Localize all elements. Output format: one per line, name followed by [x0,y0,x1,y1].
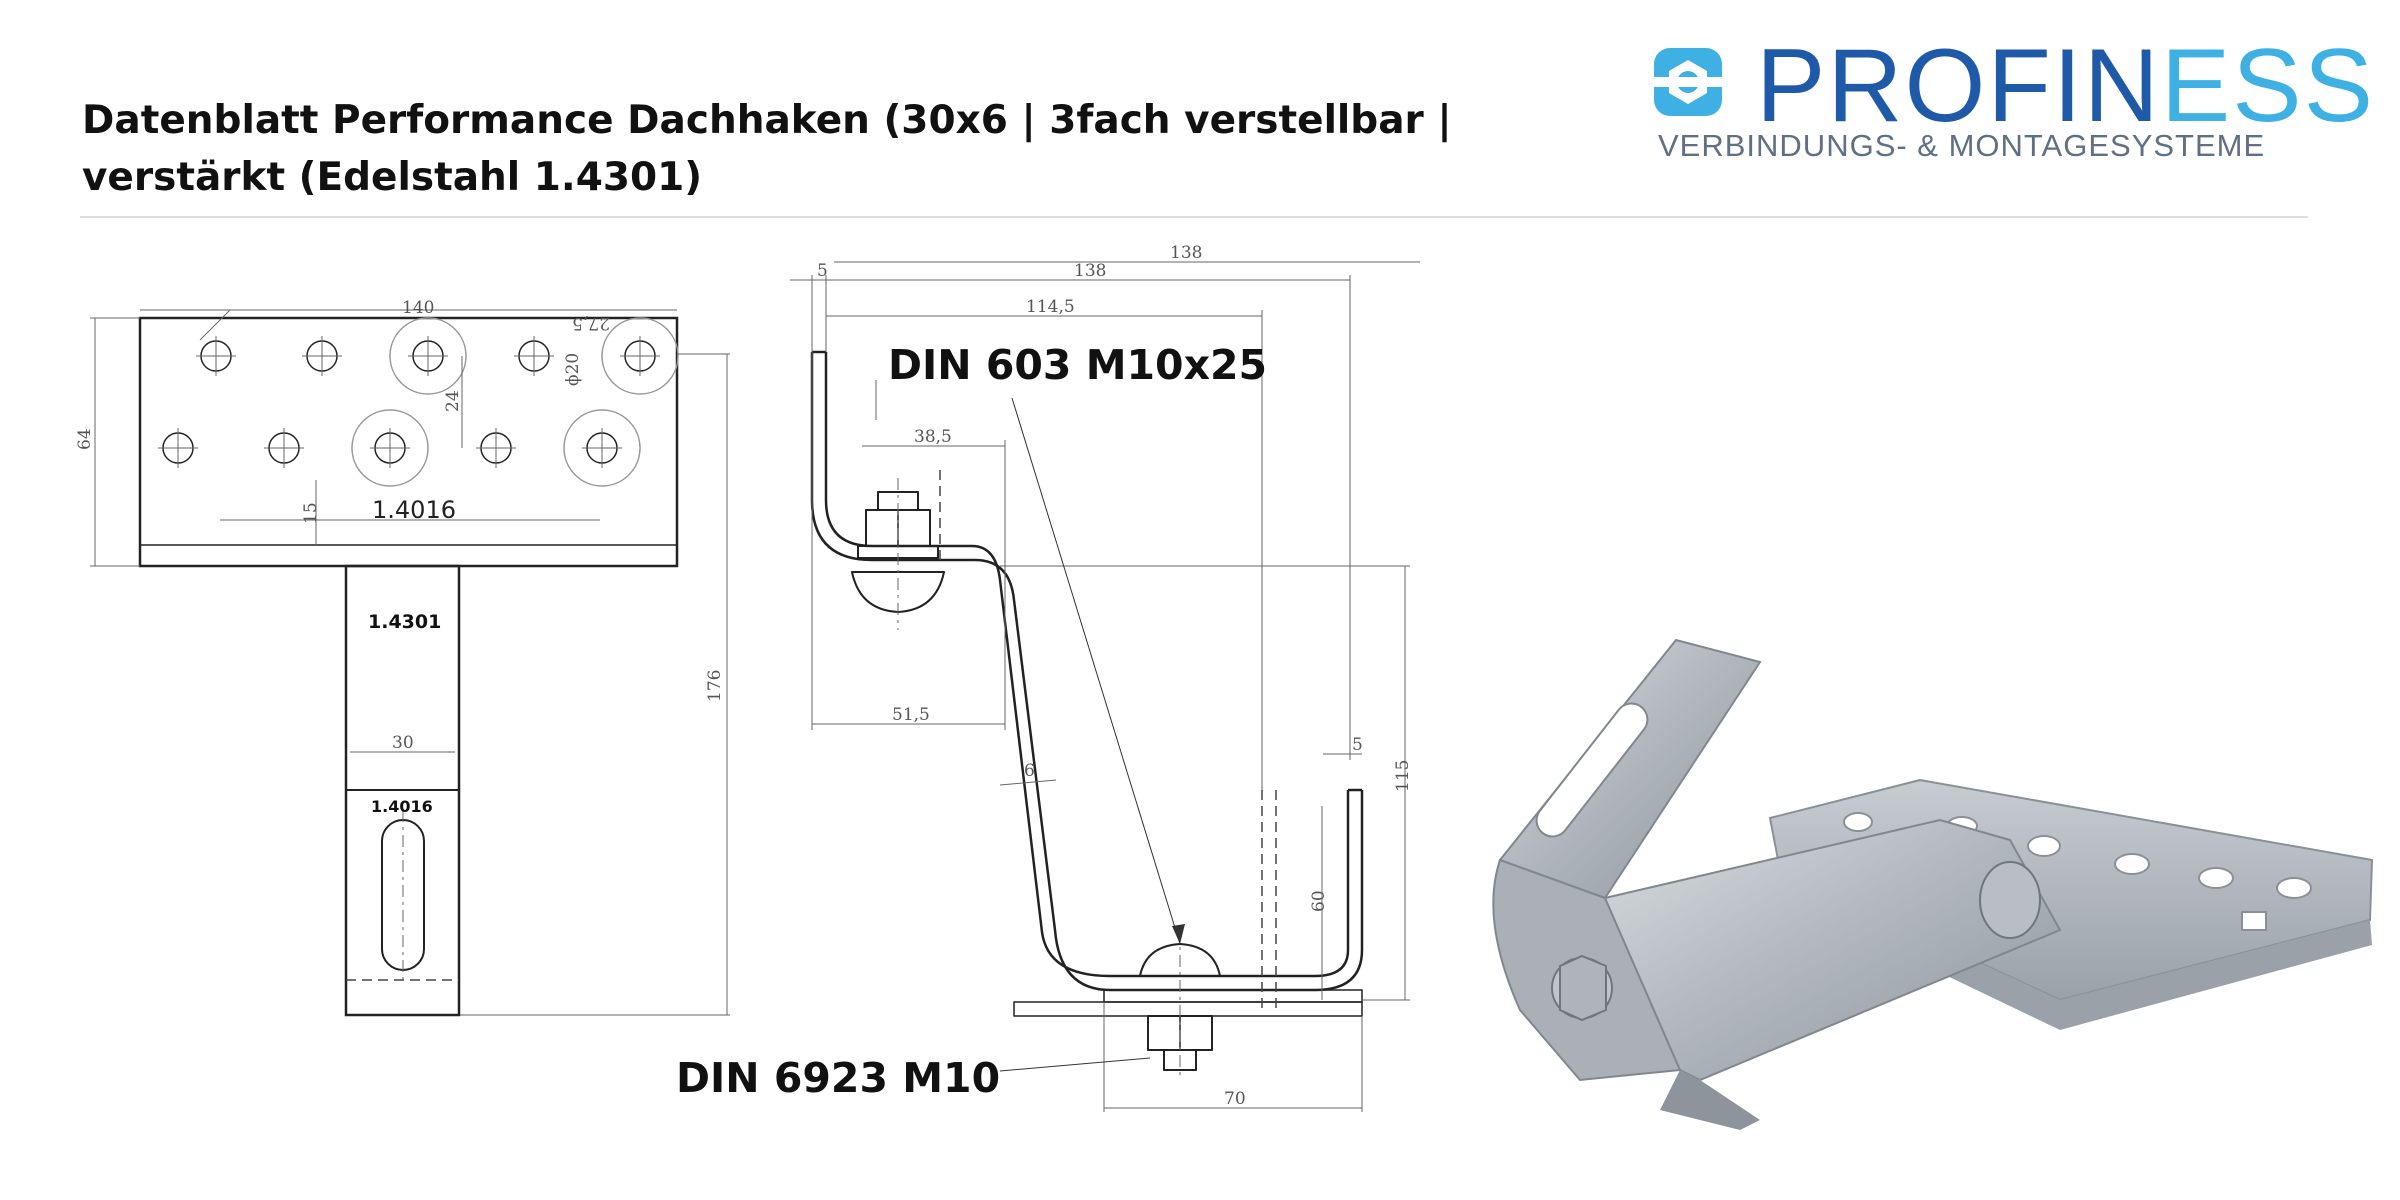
dim-60: 60 [1309,890,1329,912]
dim-140: 140 [402,298,434,318]
dim-70: 70 [1224,1089,1246,1109]
logo-wordmark: PROFINESS [1756,30,2375,142]
hook-profile-outer [810,352,1364,992]
dim-5-top: 5 [817,261,828,281]
screw-head-icon [1652,48,1724,116]
dim-38-5: 38,5 [914,427,952,447]
front-view-labels: 140 27,5 ϕ20 24 64 15 1.4016 1.4301 30 1… [75,298,725,816]
page-title: Datenblatt Performance Dachhaken (30x6 |… [82,92,1582,206]
logo-tagline: VERBINDUNGS- & MONTAGESYSTEME [1658,128,2266,163]
dim-phi20: ϕ20 [563,353,583,386]
material-arm-label: 1.4301 [368,611,441,633]
material-slot-label: 1.4016 [371,797,433,816]
dim-6: 6 [1024,761,1035,781]
dim-15: 15 [301,502,321,524]
hook-profile-inner [824,352,1350,978]
side-view [810,350,1364,1080]
roof-hook-photo-icon [1492,638,2374,1130]
dim-51-5: 51,5 [892,705,930,725]
dim-64: 64 [75,428,95,450]
dim-30: 30 [392,733,414,753]
technical-drawing: 140 27,5 ϕ20 24 64 15 1.4016 1.4301 30 1… [75,243,2374,1130]
material-base-label: 1.4016 [372,496,456,524]
dim-176: 176 [705,670,725,702]
brand-logo: PROFINESS VERBINDUNGS- & MONTAGESYSTEME [1652,30,2373,166]
dim-115: 115 [1393,760,1413,792]
dim-5-right: 5 [1352,735,1363,755]
title-line-2: verstärkt (Edelstahl 1.4301) [82,155,703,200]
title-line-1: Datenblatt Performance Dachhaken (30x6 |… [82,98,1452,143]
label-din6923: DIN 6923 M10 [676,1054,1000,1102]
dim-138-a: 138 [1074,261,1106,281]
dim-114-5: 114,5 [1026,297,1075,317]
logo-word-part1: PROFIN [1756,28,2161,144]
dim-24: 24 [443,390,463,412]
header-divider [80,216,2308,218]
dim-27-5: 27,5 [572,313,610,333]
bottom-bolt-head [1139,943,1221,977]
base-plate [138,316,679,568]
label-din603: DIN 603 M10x25 [888,341,1267,389]
side-view-dimensions [790,261,1420,1112]
dim-138-b: 138 [1170,243,1202,263]
side-view-labels: 5 138 138 114,5 38,5 51,5 6 5 115 60 70 … [676,243,1413,1109]
front-view [90,309,730,1017]
logo-word-part2: ESS [2160,28,2376,144]
